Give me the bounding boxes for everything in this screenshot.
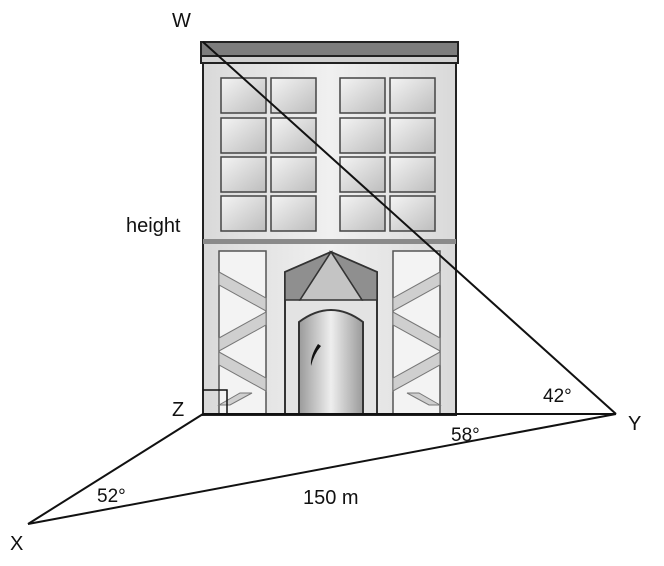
building-side-panel-right bbox=[392, 250, 442, 415]
side-label-xy: 150 m bbox=[303, 487, 359, 509]
building-roof bbox=[200, 41, 459, 57]
line-wy bbox=[202, 41, 617, 415]
right-angle-marker bbox=[203, 389, 228, 414]
triangle-lines bbox=[27, 41, 617, 525]
angle-label-x: 52° bbox=[97, 486, 126, 507]
building-entrance bbox=[284, 250, 378, 415]
angle-label-y-elevation: 42° bbox=[543, 386, 572, 407]
building-illustration bbox=[200, 41, 459, 416]
door-handle bbox=[310, 344, 321, 366]
point-label-w: W bbox=[172, 10, 191, 32]
point-label-x: X bbox=[10, 533, 23, 555]
building-roof-trim bbox=[200, 55, 459, 64]
point-label-z: Z bbox=[172, 399, 184, 421]
line-xy bbox=[27, 413, 617, 525]
angle-label-y-ground: 58° bbox=[451, 425, 480, 446]
building-windows bbox=[220, 77, 436, 232]
line-zx bbox=[27, 413, 204, 525]
side-label-height: height bbox=[126, 215, 181, 237]
point-label-y: Y bbox=[628, 413, 641, 435]
building-floor-band bbox=[203, 239, 456, 244]
building-door bbox=[298, 309, 364, 415]
building-side-panel-left bbox=[217, 250, 267, 415]
